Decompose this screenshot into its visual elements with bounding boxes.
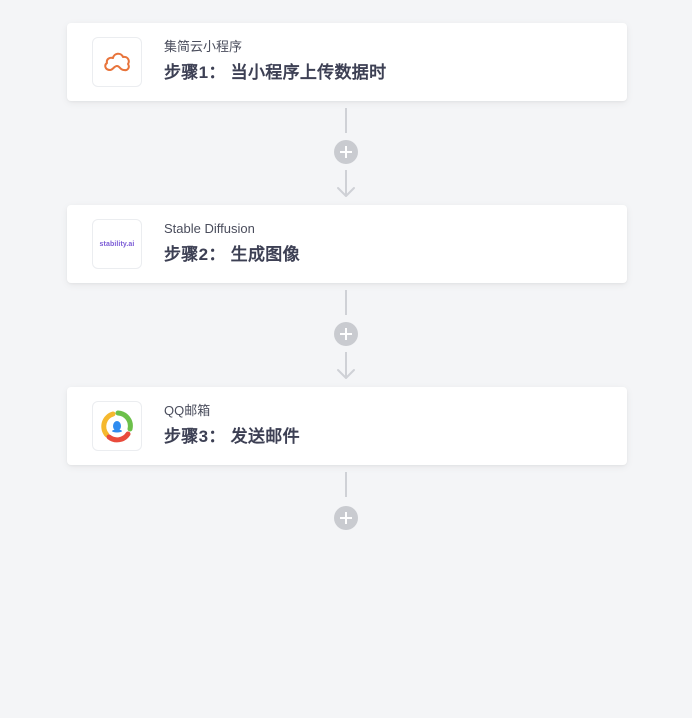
- connector-3: [334, 472, 358, 532]
- connector-2: [334, 290, 358, 382]
- app-logo-jijianyun: [92, 37, 142, 87]
- plus-circle-icon[interactable]: [334, 506, 358, 530]
- arrow-down-icon: [337, 352, 355, 379]
- connector-line: [345, 472, 347, 497]
- app-logo-stability: stability.ai: [92, 219, 142, 269]
- app-name: 集简云小程序: [164, 39, 243, 54]
- stability-ai-logo: stability.ai: [99, 240, 135, 248]
- cloud-icon: [104, 52, 130, 72]
- arrow-down-icon: [337, 170, 355, 197]
- step-card-2[interactable]: stability.ai Stable Diffusion 步骤2： 生成图像: [67, 205, 627, 283]
- app-name: Stable Diffusion: [164, 221, 255, 236]
- qq-mail-icon: [101, 410, 133, 443]
- app-logo-qqmail: [92, 401, 142, 451]
- connector-line: [345, 108, 347, 133]
- step-card-1[interactable]: 集简云小程序 步骤1： 当小程序上传数据时: [67, 23, 627, 101]
- plus-circle-icon[interactable]: [334, 322, 358, 346]
- connector-line: [345, 290, 347, 315]
- connector-1: [334, 108, 358, 200]
- step-title: 步骤3： 发送邮件: [164, 427, 300, 446]
- plus-circle-icon[interactable]: [334, 140, 358, 164]
- step-title: 步骤1： 当小程序上传数据时: [164, 63, 387, 82]
- step-title: 步骤2： 生成图像: [164, 245, 300, 264]
- step-card-3[interactable]: QQ邮箱 步骤3： 发送邮件: [67, 387, 627, 465]
- app-name: QQ邮箱: [164, 403, 211, 418]
